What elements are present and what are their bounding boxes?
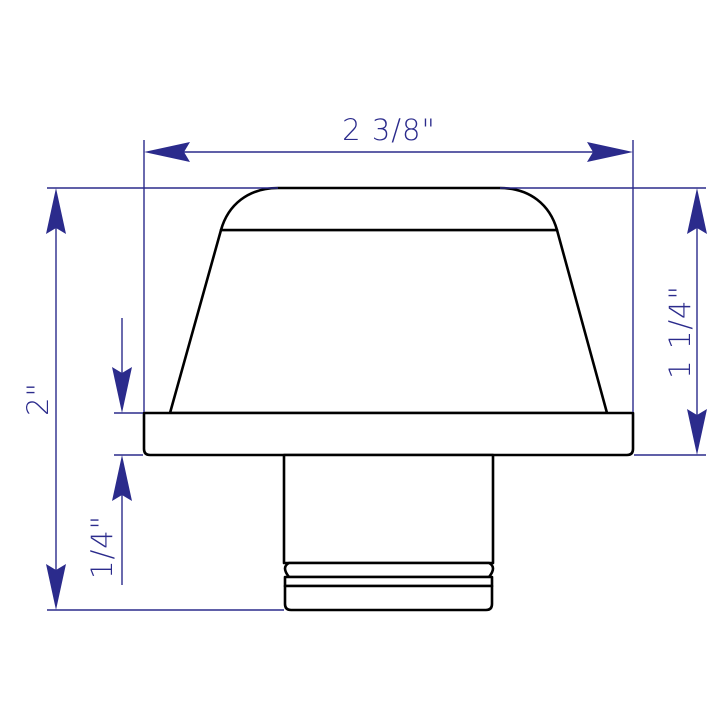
dim-flange-thickness: 1/4" — [85, 318, 143, 585]
arrow-up — [687, 188, 707, 234]
stem — [282, 453, 495, 565]
groove — [283, 575, 494, 588]
stem-tip — [283, 584, 494, 612]
dim-cap-height: 1 1/4" — [500, 187, 707, 456]
arrow-up — [112, 455, 132, 501]
part-outline — [142, 186, 635, 612]
arrow-left — [144, 142, 190, 162]
overall-height-label: 2" — [21, 382, 55, 416]
flange-thickness-label: 1/4" — [85, 515, 119, 579]
arrow-down — [112, 367, 132, 413]
o-ring — [283, 561, 495, 579]
arrow-up — [46, 188, 66, 234]
arrow-down — [46, 564, 66, 610]
flange — [142, 411, 635, 457]
cap-dome — [219, 186, 559, 232]
arrow-right — [587, 142, 633, 162]
arrow-down — [687, 409, 707, 455]
overall-width-label: 2 3/8" — [342, 113, 436, 147]
cap-body — [168, 228, 609, 415]
cap-height-label: 1 1/4" — [663, 285, 697, 379]
dim-overall-height: 2" — [21, 187, 284, 611]
dim-overall-width: 2 3/8" — [143, 113, 634, 412]
